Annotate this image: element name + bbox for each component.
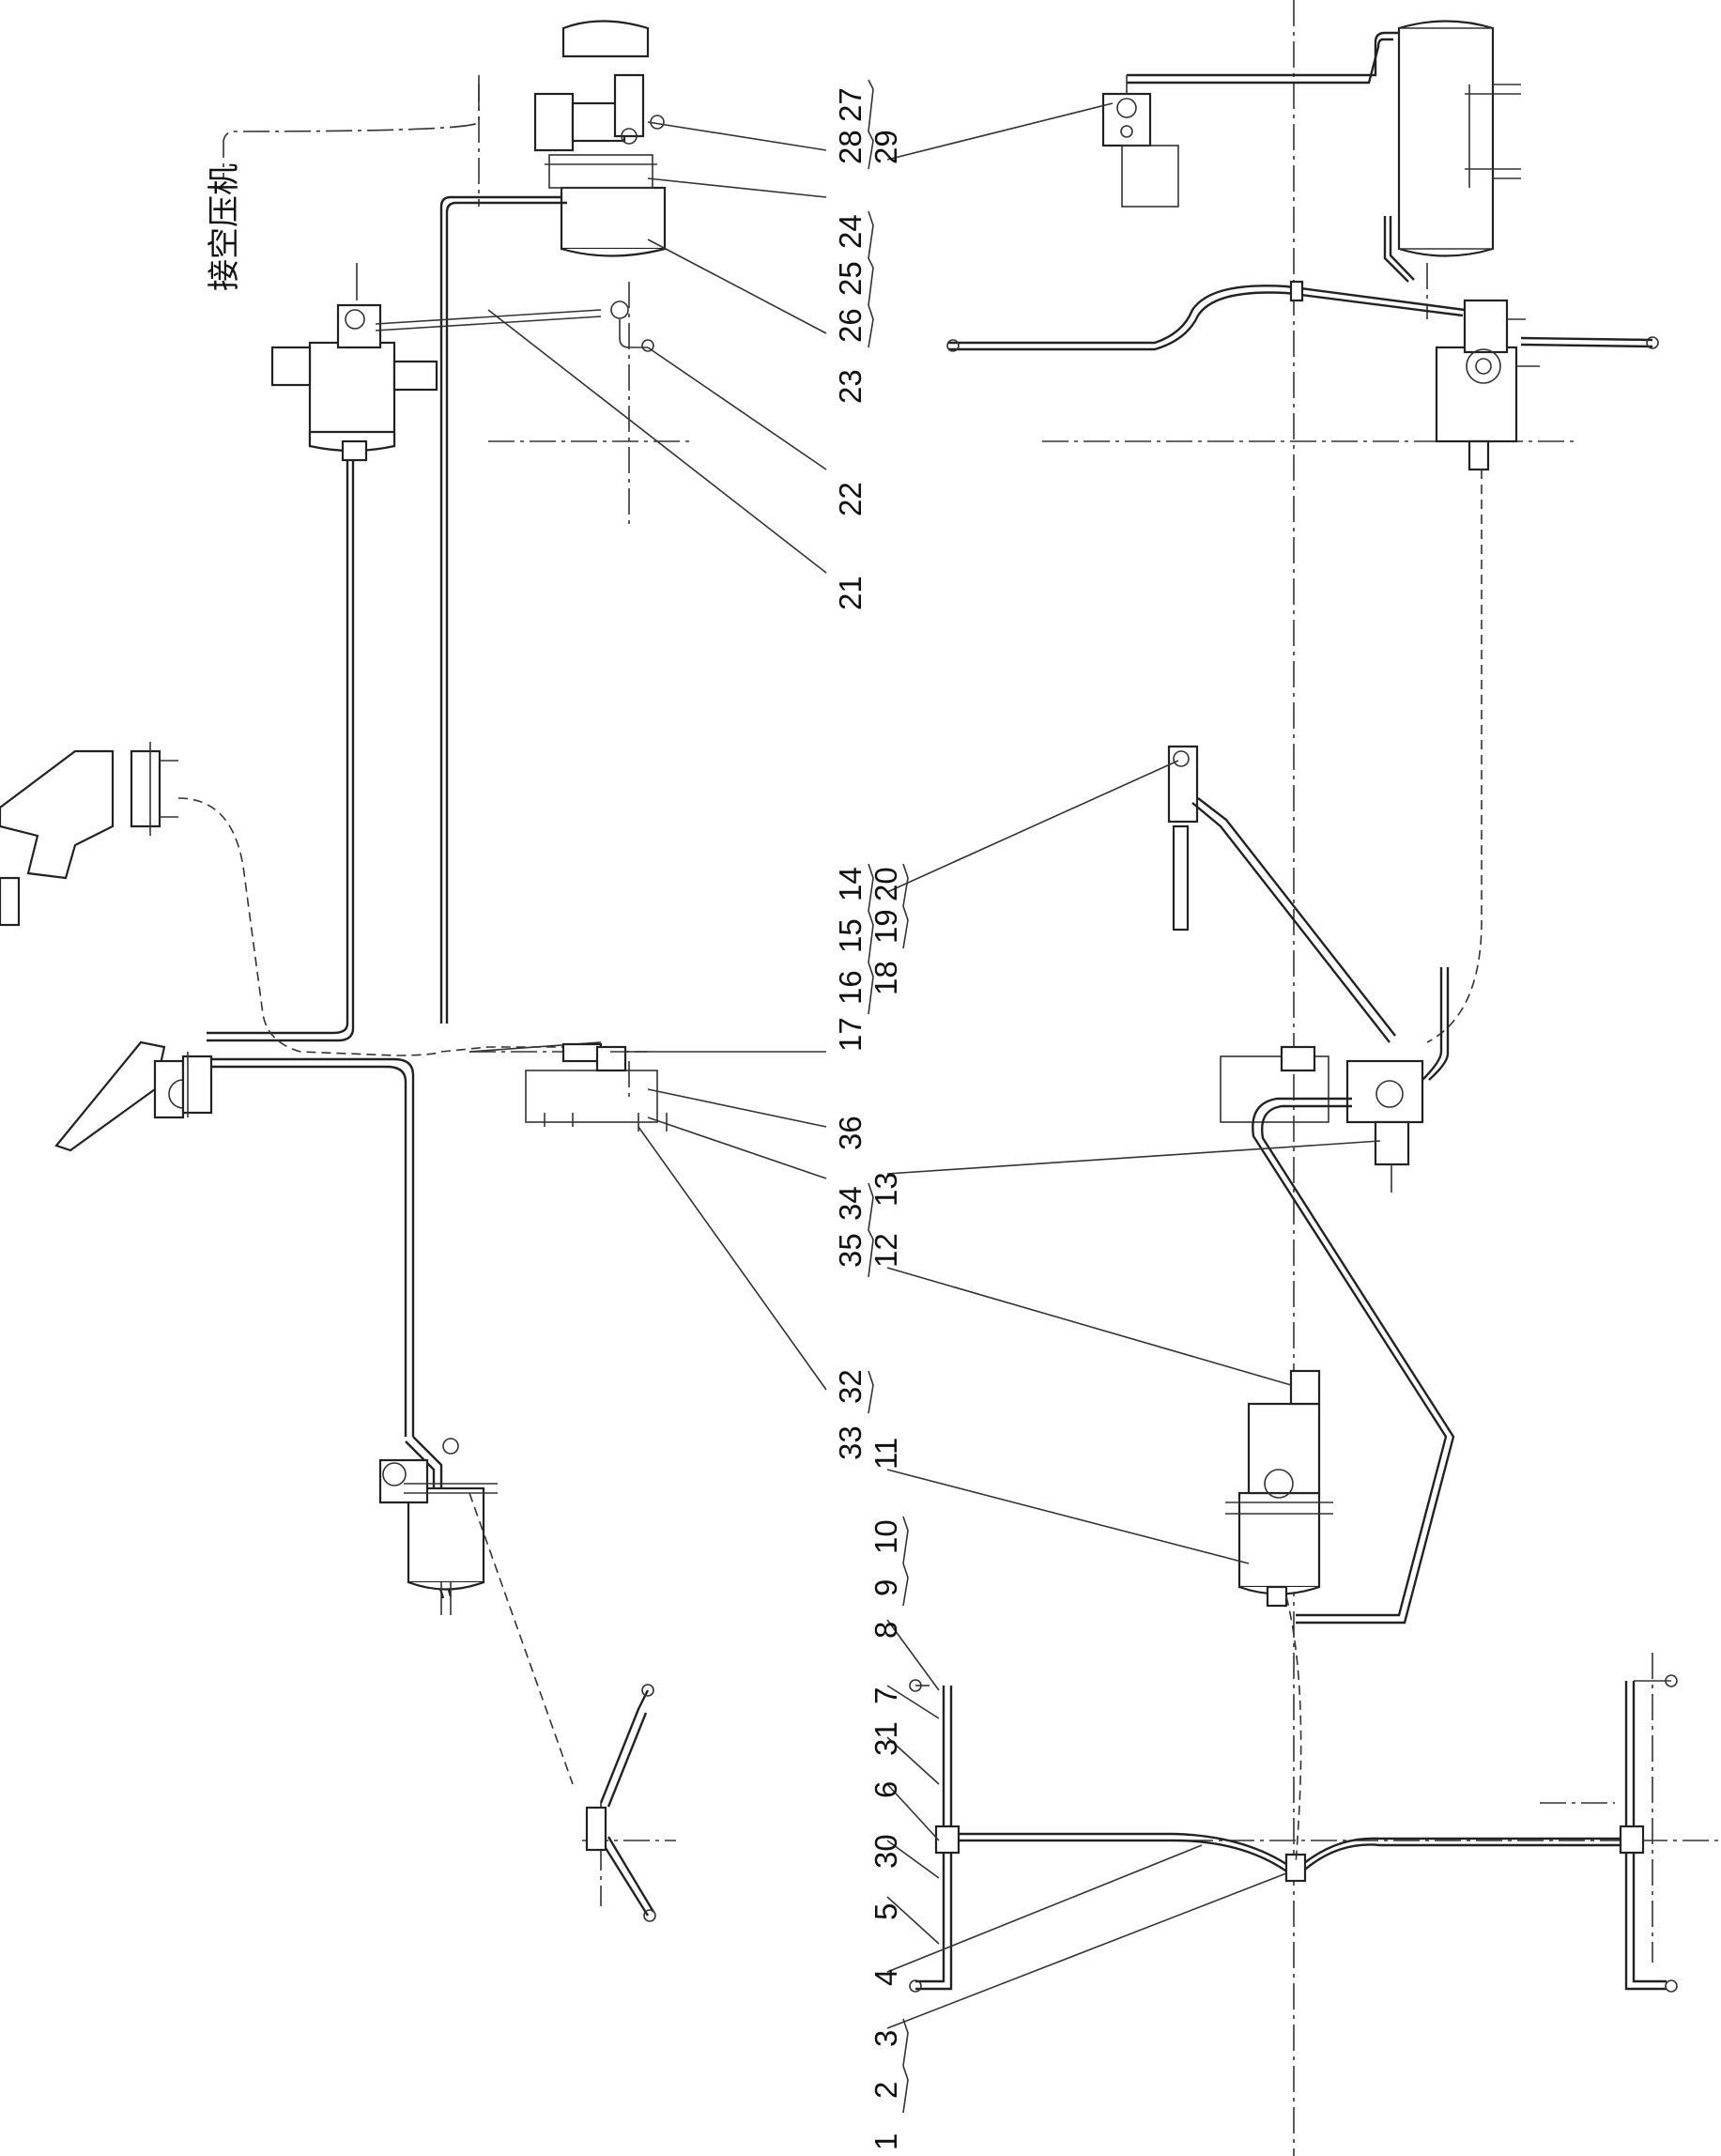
label-braces bbox=[868, 79, 909, 2114]
label-7: 7 bbox=[868, 1687, 903, 1704]
brake-booster-right bbox=[1225, 1369, 1333, 1608]
label-9: 9 bbox=[868, 1579, 903, 1596]
label-29: 29 bbox=[868, 130, 903, 164]
unloader-valve-27 bbox=[533, 92, 575, 152]
label-21: 21 bbox=[833, 576, 868, 610]
label-30: 30 bbox=[868, 1834, 903, 1869]
label-14: 14 bbox=[833, 867, 868, 901]
label-1: 1 bbox=[868, 2133, 903, 2150]
label-16: 16 bbox=[833, 970, 868, 1005]
brake-booster-left bbox=[378, 1438, 498, 1615]
leader-lines bbox=[487, 102, 1381, 2029]
relay-valve-13 bbox=[1345, 1059, 1424, 1124]
label-12: 12 bbox=[868, 1233, 903, 1268]
label-4: 4 bbox=[868, 1969, 903, 1986]
label-15: 15 bbox=[833, 918, 868, 953]
parking-brake-handle bbox=[0, 742, 178, 927]
label-3: 3 bbox=[868, 2030, 903, 2047]
label-20: 20 bbox=[868, 867, 903, 901]
label-19: 19 bbox=[868, 909, 903, 944]
label-31: 31 bbox=[868, 1721, 903, 1756]
label-35: 35 bbox=[833, 1233, 868, 1268]
label-26: 26 bbox=[833, 308, 868, 343]
label-34: 34 bbox=[833, 1186, 868, 1221]
compressor-note: 接空压机 bbox=[206, 163, 243, 291]
label-24: 24 bbox=[833, 214, 868, 249]
label-11: 11 bbox=[868, 1438, 903, 1470]
label-13: 13 bbox=[868, 1172, 903, 1207]
brake-treadle-valve bbox=[54, 1040, 213, 1152]
right-view bbox=[909, 20, 1678, 1993]
label-8: 8 bbox=[868, 1622, 903, 1639]
label-27: 27 bbox=[833, 87, 868, 122]
label-32: 32 bbox=[833, 1369, 868, 1404]
part-labels: 接空压机 27 28 29 24 25 26 23 22 21 14 15 16… bbox=[206, 87, 903, 2150]
label-33: 33 bbox=[833, 1425, 868, 1460]
label-25: 25 bbox=[833, 261, 868, 296]
label-18: 18 bbox=[868, 961, 903, 995]
air-tank-right bbox=[1397, 20, 1521, 257]
label-28: 28 bbox=[833, 130, 868, 164]
label-10: 10 bbox=[868, 1519, 903, 1554]
label-23: 23 bbox=[833, 369, 868, 404]
pressure-regulator-23 bbox=[308, 341, 396, 448]
label-17: 17 bbox=[833, 1017, 868, 1052]
air-tank-left bbox=[561, 20, 650, 58]
left-view bbox=[0, 20, 668, 1922]
label-22: 22 bbox=[833, 482, 868, 516]
label-2: 2 bbox=[868, 2082, 903, 2099]
label-5: 5 bbox=[868, 1903, 903, 1920]
quick-release-valve bbox=[1435, 299, 1540, 471]
label-36: 36 bbox=[833, 1116, 868, 1150]
label-6: 6 bbox=[868, 1781, 903, 1798]
